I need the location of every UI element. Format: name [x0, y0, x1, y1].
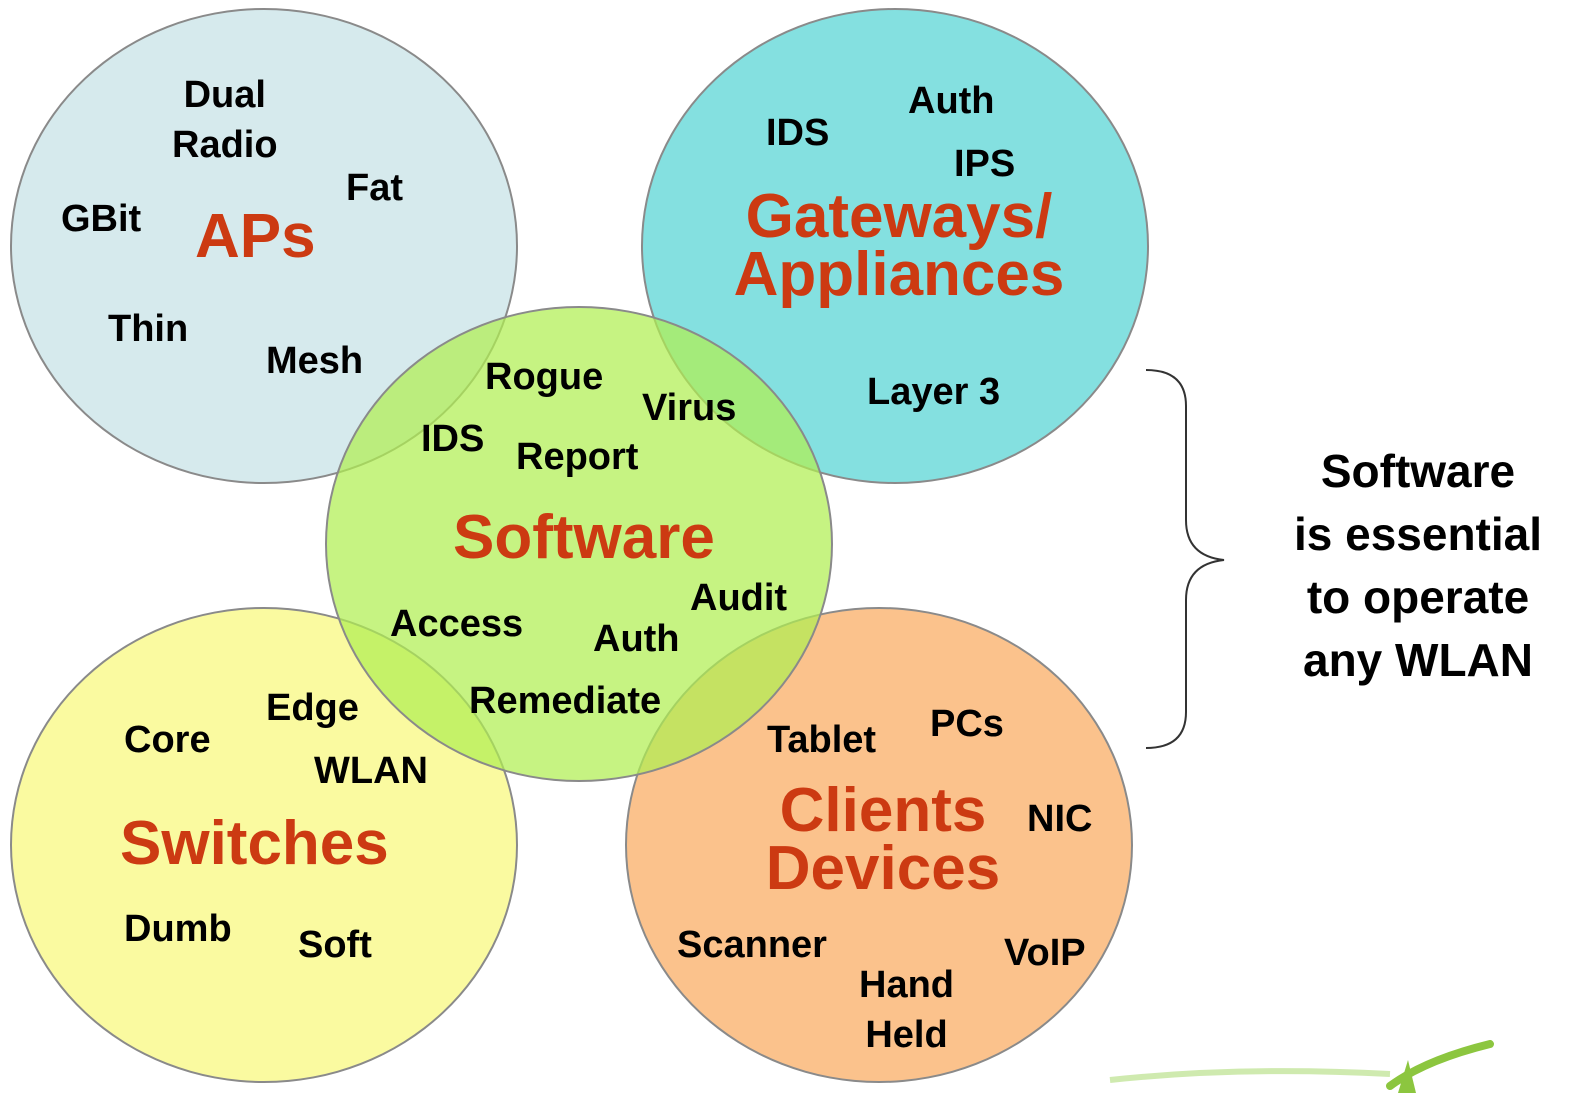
- aps-title: APs: [195, 202, 316, 271]
- clients-held-line: Held: [865, 1014, 948, 1056]
- switches-dumb-label: Dumb: [124, 908, 232, 950]
- decorative-swoosh: [1109, 1040, 1494, 1093]
- clients-title-line2: Devices: [765, 834, 1001, 903]
- clients-scanner-label: Scanner: [677, 924, 827, 966]
- side-note: Software is essential to operate any WLA…: [1268, 440, 1568, 692]
- software-title: Software: [453, 503, 715, 572]
- switches-soft-label: Soft: [298, 924, 372, 966]
- aps-gbit-label: GBit: [61, 198, 142, 240]
- clients-voip-label: VoIP: [1004, 932, 1086, 974]
- clients-pcs-label: PCs: [930, 703, 1004, 745]
- aps-thin-label: Thin: [108, 308, 189, 350]
- software-virus-label: Virus: [642, 387, 737, 429]
- software-report-label: Report: [516, 436, 639, 478]
- aps-radio-line: Radio: [172, 124, 278, 166]
- clients-hand-line: Hand: [859, 964, 954, 1006]
- aps-dual-radio-label: Dual Radio: [172, 70, 278, 170]
- software-remediate-label: Remediate: [469, 680, 662, 722]
- aps-fat-label: Fat: [346, 167, 403, 209]
- side-note-line3: to operate: [1306, 571, 1530, 623]
- clients-nic-label: NIC: [1027, 798, 1093, 840]
- clients-title: Clients Devices: [748, 776, 1018, 903]
- gateways-auth-label: Auth: [908, 80, 995, 122]
- aps-mesh-label: Mesh: [266, 340, 364, 382]
- gateways-layer3-label: Layer 3: [867, 371, 1001, 413]
- gateways-ids-label: IDS: [766, 112, 830, 154]
- software-circle: [325, 306, 833, 782]
- software-rogue-label: Rogue: [485, 356, 604, 398]
- side-note-line4: any WLAN: [1303, 634, 1533, 686]
- switches-title: Switches: [120, 809, 389, 878]
- switches-wlan-label: WLAN: [314, 750, 428, 792]
- clients-title-line1: Clients: [779, 776, 987, 845]
- switches-core-label: Core: [124, 719, 211, 761]
- software-auth-label: Auth: [593, 618, 680, 660]
- clients-tablet-label: Tablet: [767, 719, 877, 761]
- curly-brace: [1145, 369, 1225, 749]
- clients-hand-held-label: Hand Held: [859, 960, 954, 1060]
- switches-edge-label: Edge: [266, 687, 359, 729]
- software-audit-label: Audit: [690, 577, 788, 619]
- side-note-line2: is essential: [1293, 508, 1543, 560]
- gateways-title-line2: Appliances: [733, 240, 1065, 309]
- software-ids-label: IDS: [421, 418, 485, 460]
- software-access-label: Access: [390, 603, 524, 645]
- gateways-title: Gateways/ Appliances: [729, 182, 1069, 309]
- gateways-title-line1: Gateways/: [745, 182, 1053, 251]
- side-note-line1: Software: [1320, 445, 1516, 497]
- aps-dual-line: Dual: [183, 74, 266, 116]
- gateways-ips-label: IPS: [954, 143, 1016, 185]
